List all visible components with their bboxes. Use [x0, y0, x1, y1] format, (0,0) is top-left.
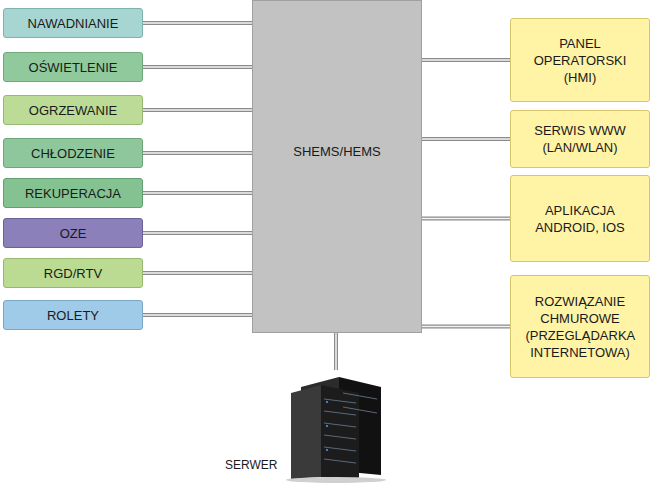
double-connector [336, 333, 337, 370]
interface-box: ROZWIĄZANIE CHMUROWE (PRZEGLĄDARKA INTER… [510, 275, 650, 378]
server-node: SERWER [220, 370, 420, 482]
node-label: APLIKACJA ANDROID, IOS [511, 202, 649, 236]
double-connector [143, 315, 252, 316]
node-label: NAWADNIANIE [28, 15, 119, 32]
double-connector [143, 233, 252, 234]
interface-box: APLIKACJA ANDROID, IOS [510, 175, 650, 262]
double-connector [143, 273, 252, 274]
double-connector [143, 193, 252, 194]
side-box: RGD/RTV [3, 258, 143, 288]
node-label: OZE [60, 225, 87, 242]
double-connector [422, 139, 510, 140]
node-label: RGD/RTV [44, 265, 102, 282]
node-label: OŚWIETLENIE [29, 59, 118, 76]
side-box: ROLETY [3, 300, 143, 330]
node-label: REKUPERACJA [25, 185, 121, 202]
node-label: SHEMS/HEMS [293, 143, 380, 160]
double-connector [143, 23, 252, 24]
server-label: SERWER [225, 457, 277, 474]
side-box: OŚWIETLENIE [3, 52, 143, 82]
node-label: PANEL OPERATORSKI (HMI) [511, 35, 649, 86]
double-connector [143, 110, 252, 111]
hub-box: SHEMS/HEMS [252, 0, 422, 333]
node-label: ROZWIĄZANIE CHMUROWE (PRZEGLĄDARKA INTER… [509, 293, 650, 361]
double-connector [422, 326, 510, 327]
side-box: NAWADNIANIE [3, 8, 143, 38]
double-connector [422, 60, 510, 61]
double-connector [143, 153, 252, 154]
node-label: CHŁODZENIE [31, 145, 115, 162]
interface-box: PANEL OPERATORSKI (HMI) [510, 18, 650, 102]
interface-box: SERWIS WWW (LAN/WLAN) [510, 110, 650, 168]
node-label: SERWIS WWW (LAN/WLAN) [511, 122, 649, 156]
double-connector [143, 67, 252, 68]
side-box: CHŁODZENIE [3, 138, 143, 168]
side-box: REKUPERACJA [3, 178, 143, 208]
node-label: ROLETY [47, 307, 99, 324]
side-box: OGRZEWANIE [3, 95, 143, 125]
node-label: OGRZEWANIE [29, 102, 117, 119]
side-box: OZE [3, 218, 143, 248]
double-connector [422, 218, 510, 219]
